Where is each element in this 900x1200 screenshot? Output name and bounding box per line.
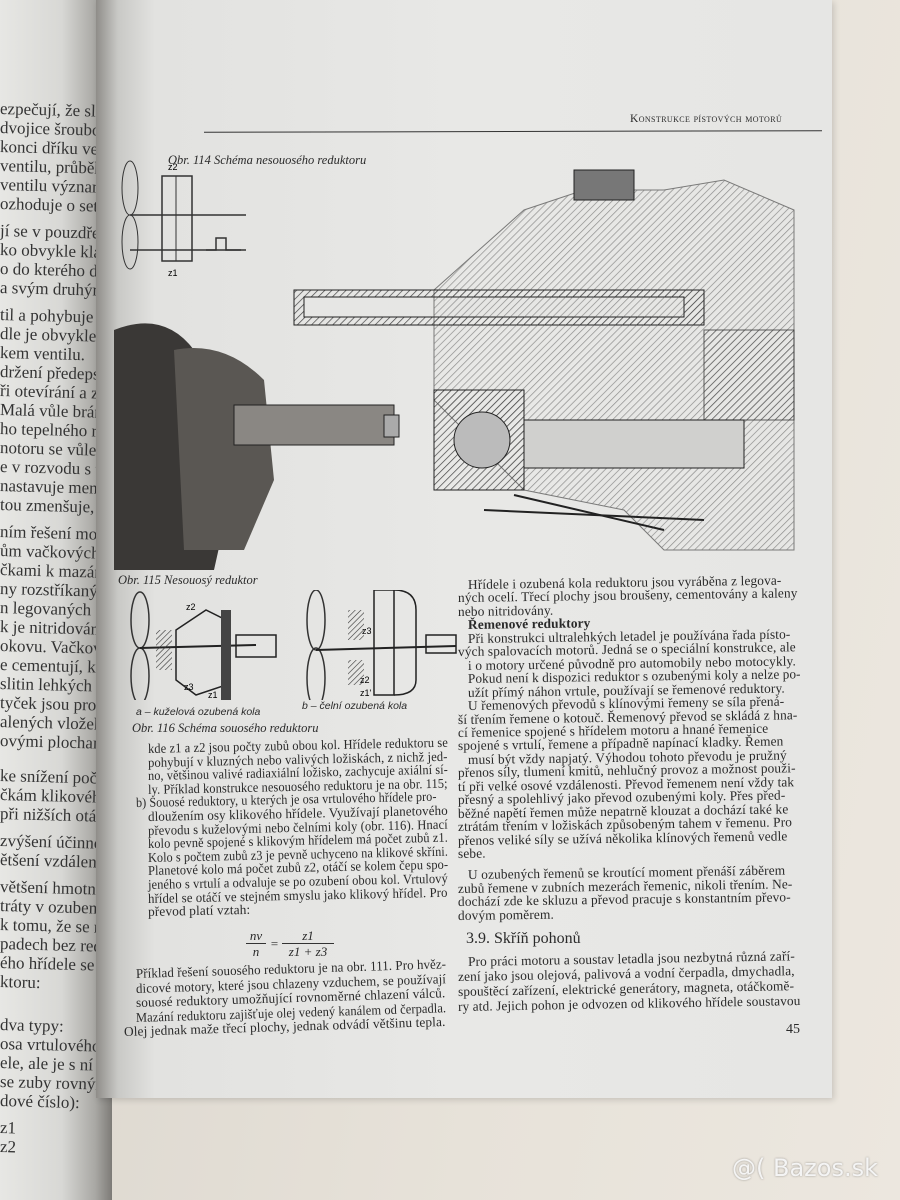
fig116b-label-z1prime: z1' [360, 688, 372, 698]
formula-rhs: z1 z1 + z3 [282, 928, 334, 959]
formula-lhs-den: n [252, 944, 260, 959]
fig116a-label-z1: z1 [208, 690, 218, 700]
figure-116b-caption: b – čelní ozubená kola [302, 700, 408, 712]
fig114-label-z1: z1 [168, 268, 178, 278]
fig116a-label-z2: z2 [186, 602, 196, 612]
text-line: dovým poměrem. [457, 906, 554, 923]
formula-equals: = [270, 936, 279, 951]
right-page: Konstrukce pístových motorů Obr. 114 Sch… [96, 0, 832, 1098]
fig114-label-z2: z2 [168, 162, 178, 172]
figure-114-schematic: z2 z1 [121, 160, 246, 278]
figure-116-caption: Obr. 116 Schéma souosého reduktoru [132, 721, 319, 735]
left-page-text-line: z2 [0, 1137, 17, 1157]
watermark: @( Bazos.sk [732, 1154, 878, 1182]
left-page-text-line: dové číslo): [0, 1091, 81, 1113]
left-page-text-line: kem ventilu. [0, 343, 86, 365]
figure-115-caption: Obr. 115 Nesouosý reduktor [118, 573, 258, 587]
fig116b-label-z2: z2 [360, 675, 370, 685]
formula-rhs-num: z1 [282, 928, 334, 944]
text-line: přenos veliké síly se užívá několika klí… [457, 827, 788, 848]
running-title: Konstrukce pístových motorů [630, 113, 783, 125]
figure-116-schematics: z2 z3 z1 z3 z2 z1' [130, 590, 457, 700]
text-line: sebe. [457, 845, 486, 861]
formula-lhs: nv n [246, 928, 266, 959]
left-page-text-line: z1 [0, 1118, 17, 1138]
left-page-text-line: ktoru: [0, 972, 41, 993]
figure-114-caption: Obr. 114 Schéma nesouosého reduktoru [168, 153, 367, 167]
section-heading: 3.9. Skříň pohonů [466, 930, 581, 947]
header-rule [203, 130, 823, 134]
formula-lhs-num: nv [246, 928, 266, 944]
left-page-text-line: dva typy: [0, 1015, 64, 1036]
fig116b-label-z3: z3 [362, 626, 372, 636]
fig116a-label-z3: z3 [184, 682, 194, 692]
text-line: převod platí vztah: [147, 902, 251, 920]
figure-115-reducer-drawing [114, 169, 795, 570]
formula-rhs-den: z1 + z3 [288, 944, 328, 959]
page-number: 45 [786, 1022, 800, 1037]
figure-116a-caption: a – kuželová ozubená kola [136, 706, 261, 718]
